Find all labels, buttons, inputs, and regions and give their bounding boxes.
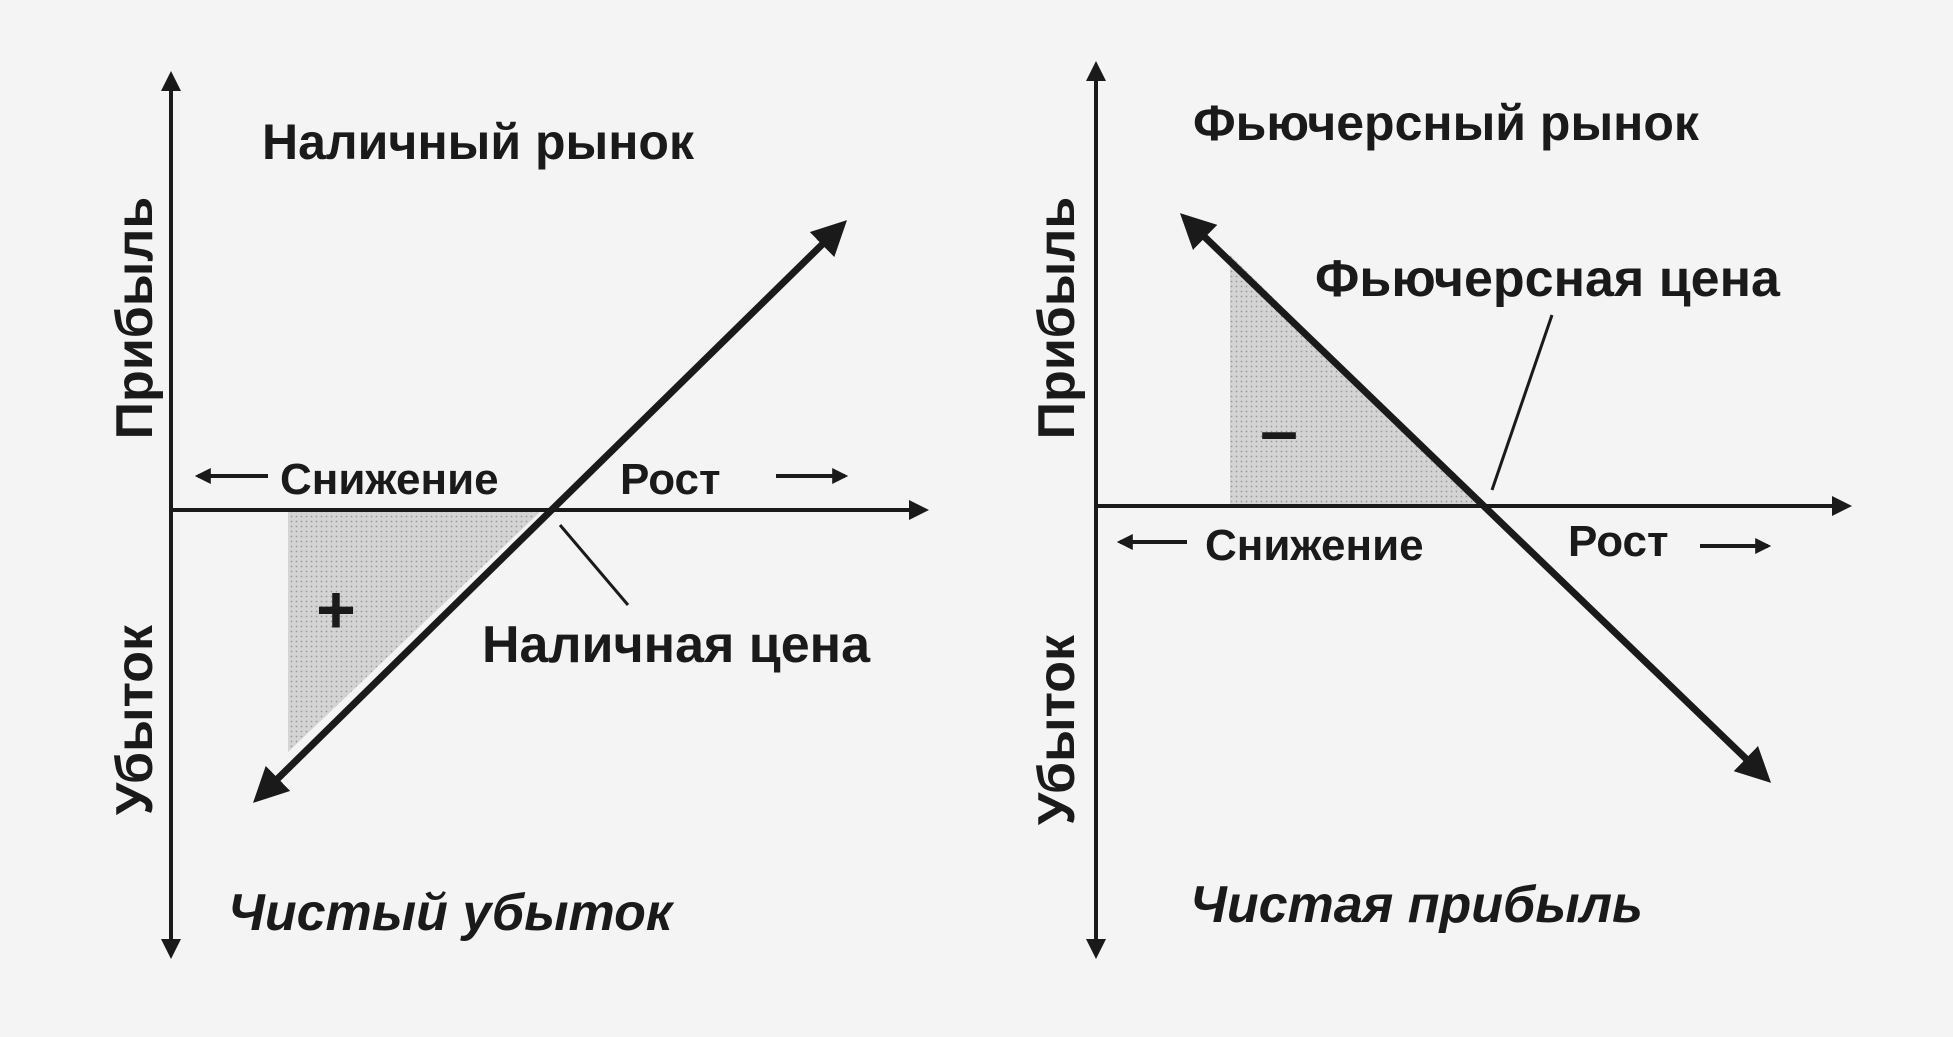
cash-decrease-label: Снижение	[280, 455, 499, 504]
cash-price-label: Наличная цена	[482, 616, 871, 674]
futures-footer: Чистая прибыль	[1190, 876, 1643, 934]
futures-price-pointer	[1490, 314, 1554, 491]
cash-market-panel: Наличный рынок Прибыль Убыток Снижение Р…	[106, 71, 929, 959]
cash-panel-title: Наличный рынок	[262, 114, 695, 170]
futures-price-line	[1179, 213, 1772, 783]
cash-footer: Чистый убыток	[228, 884, 675, 942]
futures-area-sign: –	[1260, 393, 1298, 469]
cash-price-pointer	[558, 524, 630, 606]
cash-y-top-label: Прибыль	[106, 197, 164, 440]
futures-y-top-label: Прибыль	[1028, 197, 1086, 440]
cash-area-sign: +	[316, 572, 356, 648]
cash-price-line	[253, 220, 847, 803]
futures-decrease-label: Снижение	[1205, 521, 1424, 570]
cash-y-bottom-label: Убыток	[106, 624, 164, 815]
futures-market-panel: Фьючерсный рынок Прибыль Убыток Снижение…	[1028, 61, 1852, 959]
futures-panel-title: Фьючерсный рынок	[1193, 95, 1700, 151]
futures-price-label: Фьючерсная цена	[1315, 250, 1781, 308]
futures-increase-label: Рост	[1568, 517, 1669, 566]
cash-increase-label: Рост	[620, 455, 721, 504]
futures-y-bottom-label: Убыток	[1028, 634, 1086, 825]
